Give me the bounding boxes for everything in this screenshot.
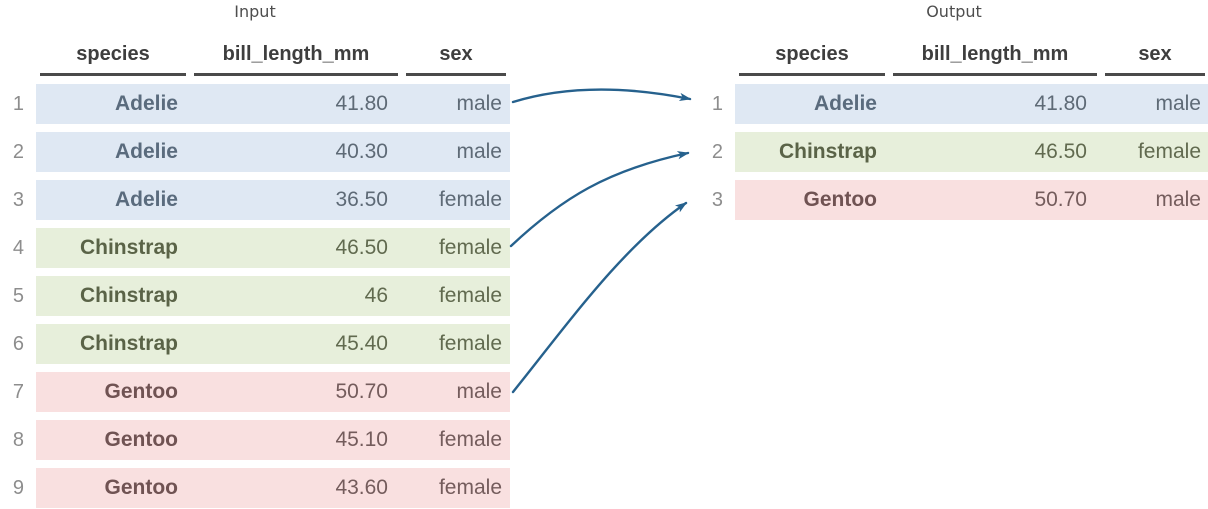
row-index: 1 xyxy=(711,93,723,115)
row-index: 3 xyxy=(711,189,723,211)
cell-sex: female xyxy=(1101,132,1208,172)
cell-species: Adelie xyxy=(36,180,190,220)
cell-sex: male xyxy=(1101,84,1208,124)
cell-sex: male xyxy=(402,132,510,172)
mapping-arrow xyxy=(511,201,688,394)
cell-bill-length: 41.80 xyxy=(889,84,1101,124)
column-header-sex: sex xyxy=(1105,43,1205,76)
column-header-bill-length: bill_length_mm xyxy=(194,43,398,76)
cell-sex: female xyxy=(402,228,510,268)
cell-species: Chinstrap xyxy=(36,228,190,268)
cell-sex: female xyxy=(402,180,510,220)
cell-species: Chinstrap xyxy=(735,132,889,172)
cell-sex: male xyxy=(402,84,510,124)
column-header-species: species xyxy=(40,43,186,76)
output-table: Output species bill_length_mm sex 1 Adeli… xyxy=(699,0,1208,220)
output-table-header: species bill_length_mm sex xyxy=(735,30,1208,76)
cell-species: Chinstrap xyxy=(36,324,190,364)
input-table-title: Input xyxy=(234,2,276,21)
column-header-species: species xyxy=(739,43,885,76)
row-index: 1 xyxy=(12,93,24,115)
cell-species: Gentoo xyxy=(36,420,190,460)
cell-bill-length: 43.60 xyxy=(190,468,402,508)
cell-bill-length: 41.80 xyxy=(190,84,402,124)
row-index: 7 xyxy=(12,381,24,403)
mapping-arrow xyxy=(509,151,690,248)
cell-bill-length: 50.70 xyxy=(190,372,402,412)
cell-species: Adelie xyxy=(735,84,889,124)
row-index: 4 xyxy=(12,237,24,259)
cell-species: Gentoo xyxy=(36,372,190,412)
cell-bill-length: 46.50 xyxy=(190,228,402,268)
row-index: 8 xyxy=(12,429,24,451)
cell-sex: male xyxy=(402,372,510,412)
row-index: 3 xyxy=(12,189,24,211)
cell-species: Chinstrap xyxy=(36,276,190,316)
cell-sex: female xyxy=(402,468,510,508)
cell-sex: female xyxy=(402,420,510,460)
output-table-title: Output xyxy=(926,2,982,21)
column-header-bill-length: bill_length_mm xyxy=(893,43,1097,76)
cell-bill-length: 45.10 xyxy=(190,420,402,460)
cell-species: Gentoo xyxy=(735,180,889,220)
cell-bill-length: 45.40 xyxy=(190,324,402,364)
cell-bill-length: 36.50 xyxy=(190,180,402,220)
input-table-header: species bill_length_mm sex xyxy=(36,30,510,76)
cell-bill-length: 40.30 xyxy=(190,132,402,172)
row-index: 2 xyxy=(12,141,24,163)
cell-sex: female xyxy=(402,324,510,364)
cell-species: Adelie xyxy=(36,132,190,172)
column-header-sex: sex xyxy=(406,43,506,76)
row-index: 2 xyxy=(711,141,723,163)
cell-bill-length: 50.70 xyxy=(889,180,1101,220)
mapping-arrow xyxy=(511,88,692,104)
cell-sex: female xyxy=(402,276,510,316)
cell-bill-length: 46 xyxy=(190,276,402,316)
row-index: 6 xyxy=(12,333,24,355)
row-index: 5 xyxy=(12,285,24,307)
cell-bill-length: 46.50 xyxy=(889,132,1101,172)
cell-sex: male xyxy=(1101,180,1208,220)
row-index: 9 xyxy=(12,477,24,499)
cell-species: Gentoo xyxy=(36,468,190,508)
cell-species: Adelie xyxy=(36,84,190,124)
